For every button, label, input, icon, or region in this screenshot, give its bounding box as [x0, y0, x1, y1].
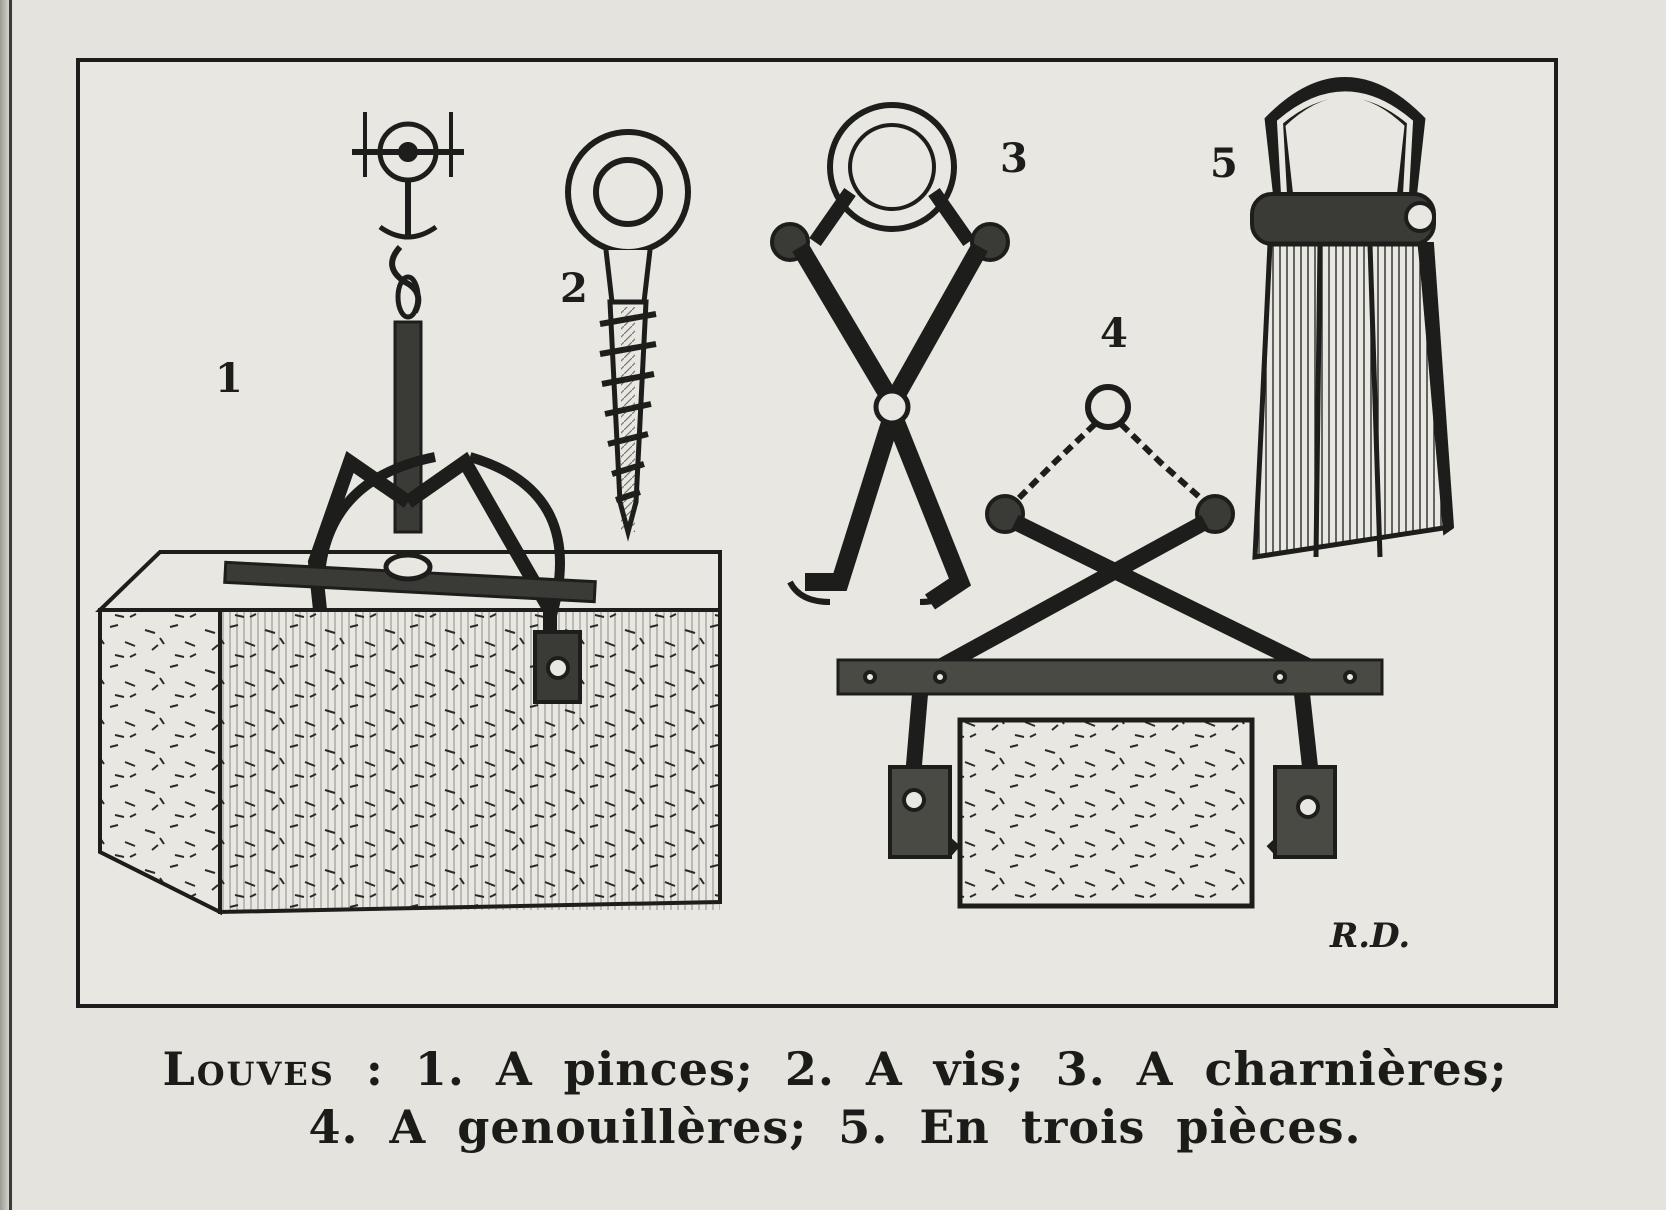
- page-edge-line: [9, 0, 12, 1210]
- figure-label-4: 4: [1100, 310, 1128, 357]
- caption-line-2: 4. A genouillères; 5. En trois pièces.: [308, 1100, 1362, 1154]
- figure-2-vis: [565, 129, 691, 542]
- figure-1-pinces: [95, 112, 722, 916]
- caption-lead: Louves: [162, 1042, 335, 1096]
- caption-line-1-text: : 1. A pinces; 2. A vis; 3. A charnières…: [334, 1042, 1508, 1096]
- figure-label-5: 5: [1210, 140, 1238, 187]
- figure-caption: Louves : 1. A pinces; 2. A vis; 3. A cha…: [40, 1040, 1630, 1156]
- figure-label-2: 2: [560, 265, 588, 312]
- figure-3-charnieres: [770, 102, 1010, 610]
- engraving: 1 2 3: [95, 77, 1455, 956]
- caption-line-1: Louves : 1. A pinces; 2. A vis; 3. A cha…: [40, 1040, 1630, 1098]
- artist-signature: R.D.: [1329, 916, 1410, 956]
- figure-label-1: 1: [215, 355, 243, 402]
- illustration-plate: 1 2 3: [76, 58, 1558, 1008]
- figure-label-3: 3: [1000, 135, 1028, 182]
- figure-4-genouilleres: [836, 384, 1384, 909]
- figure-5-trois-pieces: [1250, 77, 1455, 560]
